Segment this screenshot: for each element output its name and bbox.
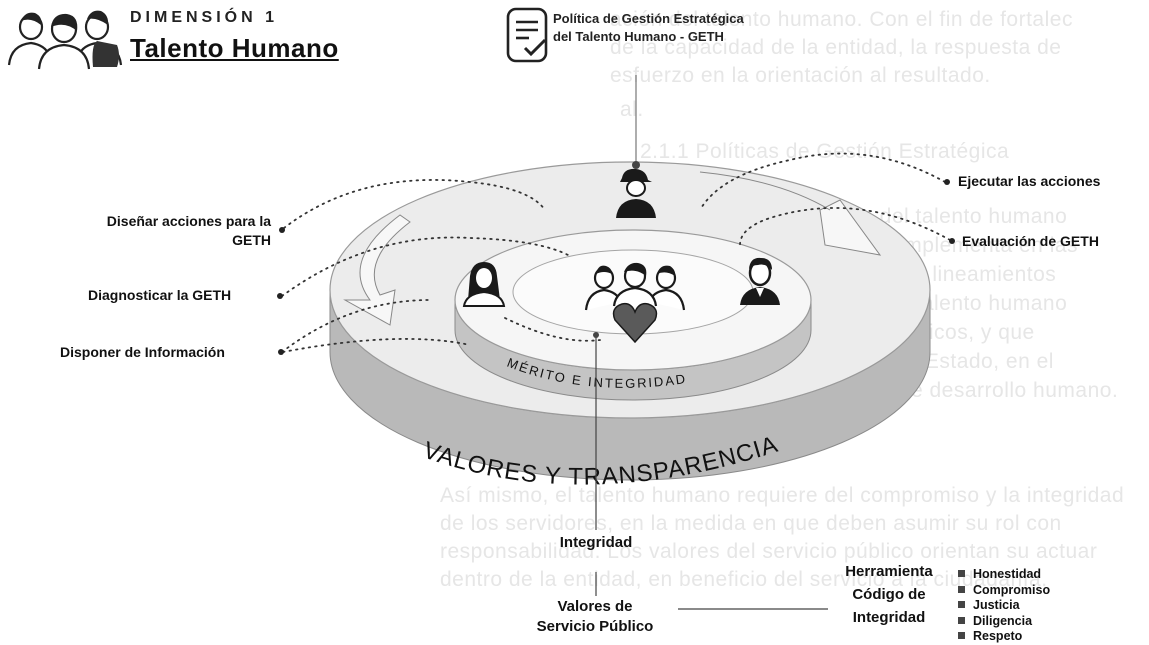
step-diagnosticar: Diagnosticar la GETH [88,287,232,303]
man-icon [740,257,780,305]
policy-title-line1: Política de Gestión Estratégica [553,11,744,26]
bg-line: ación del talento humano. Con el fin de … [610,8,1073,31]
woman-icon [462,262,506,307]
valores-line2: Servicio Público [536,618,654,635]
worker-icon [616,168,656,218]
people-group-icon [7,10,123,70]
values-list: Honestidad Compromiso Justicia Diligenci… [958,567,1050,645]
dotted-connectors [281,152,951,353]
bg-line: Así mismo, el talento humano requiere de… [440,484,1125,507]
step-disenar-line1: Diseñar acciones para la [106,213,271,229]
connector-dots [277,179,955,355]
value-item: Honestidad [958,567,1050,583]
policy-title: Política de Gestión Estratégica del Tale… [553,10,744,46]
cycle-arrow [343,214,411,326]
value-item: Respeto [958,629,1050,645]
value-item: Diligencia [958,614,1050,630]
bg-line: de los servidores, en la medida en que d… [440,512,1062,535]
dimension-label: DIMENSIÓN 1 [130,9,279,26]
bg-line: esfuerzo en la orientación al resultado. [610,64,991,87]
valores-servicio-label: Valores de Servicio Público [510,597,680,637]
step-ejecutar: Ejecutar las acciones [958,173,1101,189]
value-item: Compromiso [958,583,1050,599]
integridad-label: Integridad [559,534,633,551]
ring-marker [632,161,640,169]
herramienta-line2: Código de [852,586,926,603]
dimension-title: Talento Humano [130,33,339,63]
herramienta-line1: Herramienta [845,563,933,580]
herramienta-label: Herramienta Código de Integridad [824,560,954,629]
bg-line: dentro de la entidad, en beneficio del s… [440,568,1048,591]
cycle-arrow [819,199,882,256]
team-heart-icon [584,262,686,344]
bg-line: de la capacidad de la entidad, la respue… [610,36,1062,59]
cycle-arc [699,171,831,211]
bg-line: al. [620,98,644,121]
value-item: Justicia [958,598,1050,614]
policy-document-icon [506,7,548,63]
step-disponer: Disponer de Información [60,344,225,360]
bg-line: 2.1.1 Políticas de Gestión Estratégica [640,140,1010,163]
herramienta-line3: Integridad [852,609,926,626]
valores-line1: Valores de [557,598,633,615]
policy-title-line2: del Talento Humano - GETH [553,29,724,44]
step-disenar-line2: GETH [232,232,271,248]
bg-line: responsabilidad. Los valores del servici… [440,540,1098,563]
step-evaluacion: Evaluación de GETH [962,233,1099,249]
step-disenar: Diseñar acciones para la GETH [107,212,271,250]
heart-icon [612,302,658,344]
